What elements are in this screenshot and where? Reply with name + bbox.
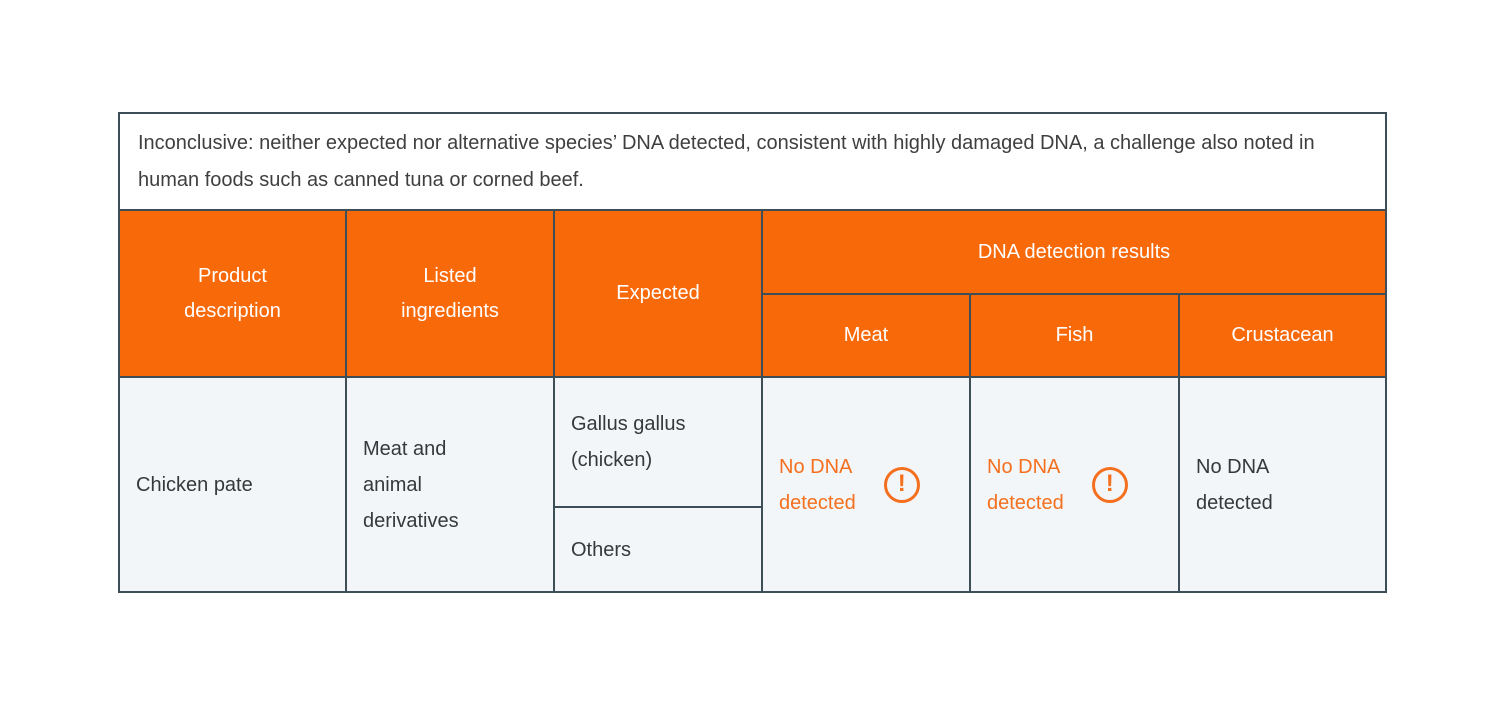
header-dna-detection-results: DNA detection results <box>763 211 1385 293</box>
inconclusive-note: Inconclusive: neither expected nor alter… <box>120 114 1385 209</box>
cell-expected: Gallus gallus (chicken) Others <box>555 378 761 591</box>
cell-expected-primary: Gallus gallus (chicken) <box>555 378 761 506</box>
warning-circle-icon: ! <box>883 466 920 503</box>
dna-results-table: Inconclusive: neither expected nor alter… <box>118 112 1387 593</box>
meat-result-text: No DNA detected <box>779 455 856 514</box>
table-header: Product description Listed ingredients E… <box>120 211 1385 376</box>
cell-meat-result: No DNA detected ! <box>763 378 969 591</box>
header-crustacean: Crustacean <box>1180 295 1385 376</box>
cell-expected-secondary: Others <box>555 508 761 591</box>
header-expected: Expected <box>555 211 761 376</box>
cell-listed-ingredients: Meat and animal derivatives <box>347 378 553 591</box>
cell-crustacean-result: No DNA detected <box>1180 378 1385 591</box>
warning-exclamation-glyph: ! <box>897 469 906 497</box>
header-product-description: Product description <box>120 211 345 376</box>
header-listed-ingredients: Listed ingredients <box>347 211 553 376</box>
warning-circle-icon: ! <box>1091 466 1128 503</box>
inconclusive-note-text: Inconclusive: neither expected nor alter… <box>138 131 1315 191</box>
header-meat: Meat <box>763 295 969 376</box>
crustacean-result-text: No DNA detected <box>1196 455 1273 514</box>
fish-result-text: No DNA detected <box>987 455 1064 514</box>
header-fish: Fish <box>971 295 1178 376</box>
cell-product-description: Chicken pate <box>120 378 345 591</box>
cell-fish-result: No DNA detected ! <box>971 378 1178 591</box>
table-row: Chicken pate Meat and animal derivatives… <box>120 378 1385 591</box>
warning-exclamation-glyph: ! <box>1105 469 1114 497</box>
